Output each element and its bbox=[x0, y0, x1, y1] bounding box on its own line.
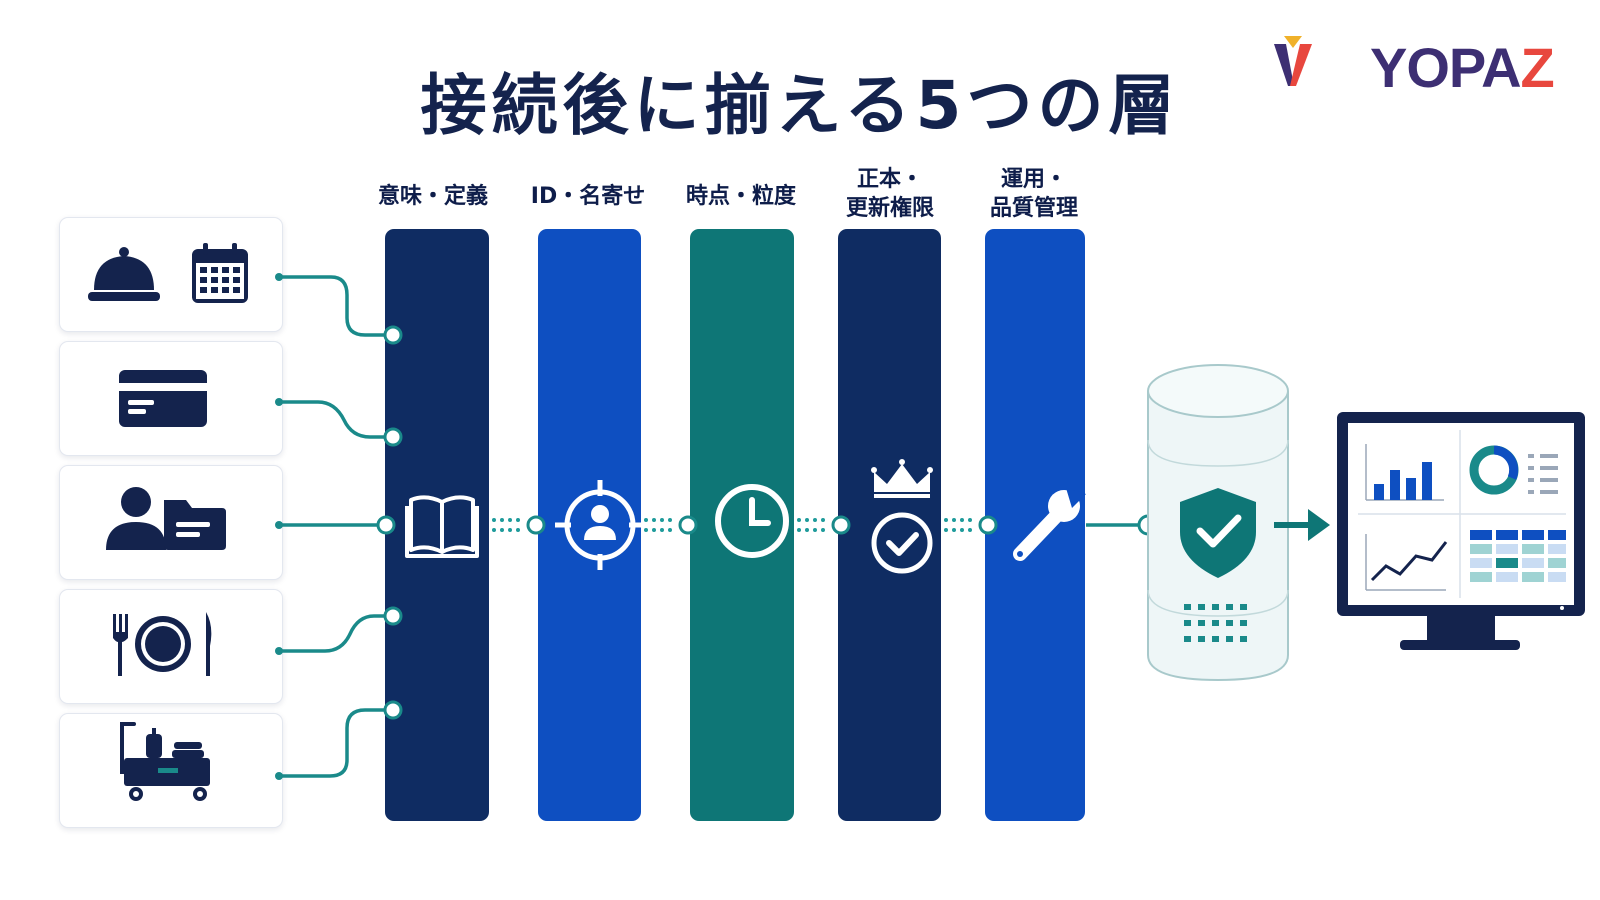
fork-plate-knife-icon bbox=[113, 612, 212, 676]
service-cart-icon bbox=[120, 722, 210, 801]
flow-node bbox=[831, 515, 851, 535]
page-title: 接続後に揃える5つの層 bbox=[420, 67, 1180, 144]
layer-pillar-ops bbox=[985, 229, 1085, 821]
layer-label-master: 正本・ 更新権限 bbox=[845, 167, 934, 221]
layer-label-time: 時点・粒度 bbox=[685, 184, 796, 209]
credit-card-icon bbox=[119, 370, 207, 427]
input-node bbox=[383, 325, 403, 345]
source-card-reservation bbox=[59, 217, 283, 332]
source-card-dining bbox=[59, 589, 283, 704]
input-node bbox=[376, 515, 396, 535]
clock-icon bbox=[715, 484, 789, 558]
flow-node bbox=[678, 515, 698, 535]
flow-node bbox=[526, 515, 546, 535]
layer-label-id: ID・名寄せ bbox=[530, 184, 646, 209]
database-shield-icon bbox=[1147, 364, 1289, 682]
source-card-customer bbox=[59, 465, 283, 580]
target-person-icon bbox=[555, 480, 645, 570]
source-card-payment bbox=[59, 341, 283, 456]
flow-dots bbox=[492, 518, 972, 532]
analytics-monitor-icon bbox=[1337, 412, 1585, 650]
source-card-room-service bbox=[59, 713, 283, 828]
open-book-icon bbox=[405, 495, 479, 558]
input-node bbox=[383, 606, 403, 626]
source-connectors bbox=[279, 275, 394, 778]
service-bell-and-calendar-icon bbox=[88, 243, 248, 303]
input-node bbox=[383, 427, 403, 447]
person-and-folder-icon bbox=[106, 487, 226, 550]
input-node bbox=[383, 700, 403, 720]
logo-mark-icon bbox=[1274, 36, 1312, 86]
arrow-to-dashboard-icon bbox=[1274, 509, 1330, 541]
layer-label-meaning: 意味・定義 bbox=[377, 184, 488, 209]
layer-label-ops: 運用・ 品質管理 bbox=[989, 167, 1078, 221]
yopaz-logo: YOPAZ bbox=[1274, 36, 1580, 100]
logo-text: YOPAZ bbox=[1370, 36, 1555, 99]
layer-pillar-time bbox=[690, 229, 794, 821]
wrench-icon bbox=[1013, 488, 1086, 561]
crown-check-icon bbox=[871, 459, 933, 574]
flow-node bbox=[978, 515, 998, 535]
